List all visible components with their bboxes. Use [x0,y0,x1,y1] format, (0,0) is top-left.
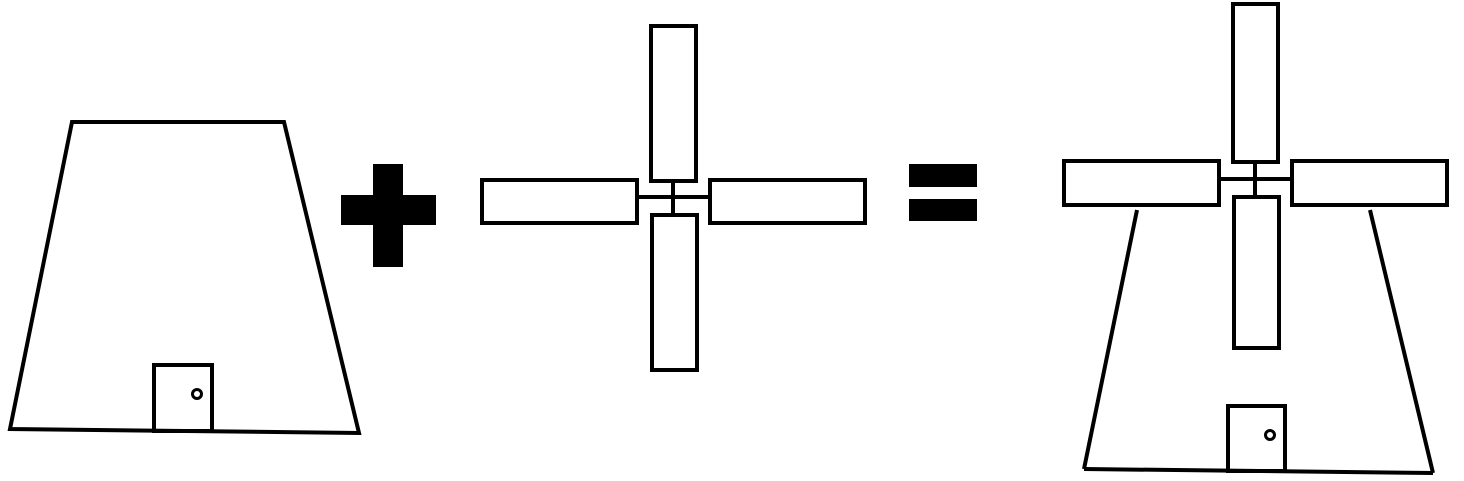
door-knob [191,388,203,400]
windmill-sail-left [1062,159,1221,207]
plus-vertical-bar [373,164,403,267]
windmill-sails [1062,2,1449,350]
windmill-sails-icon [480,24,867,372]
tower-base-icon [7,120,362,436]
equals-top-bar [909,164,977,187]
door-icon [152,363,214,433]
windmill-door-frame [1226,404,1287,473]
plus-sign-icon [341,164,436,267]
windmill-door-icon [1226,404,1287,473]
equals-sign-icon [909,164,977,221]
tower-left-wall [1082,209,1139,470]
sails-hub [637,181,710,215]
door-frame [152,363,214,433]
sail-right [708,178,867,225]
tower-base-body [7,120,362,436]
windmill-door-knob [1264,429,1276,441]
equals-bottom-bar [909,199,977,221]
windmill-result-icon [1062,2,1449,475]
tower-right-wall [1368,209,1435,474]
sail-left [480,178,639,225]
windmill-hub [1219,162,1292,197]
windmill-sail-right [1290,159,1449,207]
